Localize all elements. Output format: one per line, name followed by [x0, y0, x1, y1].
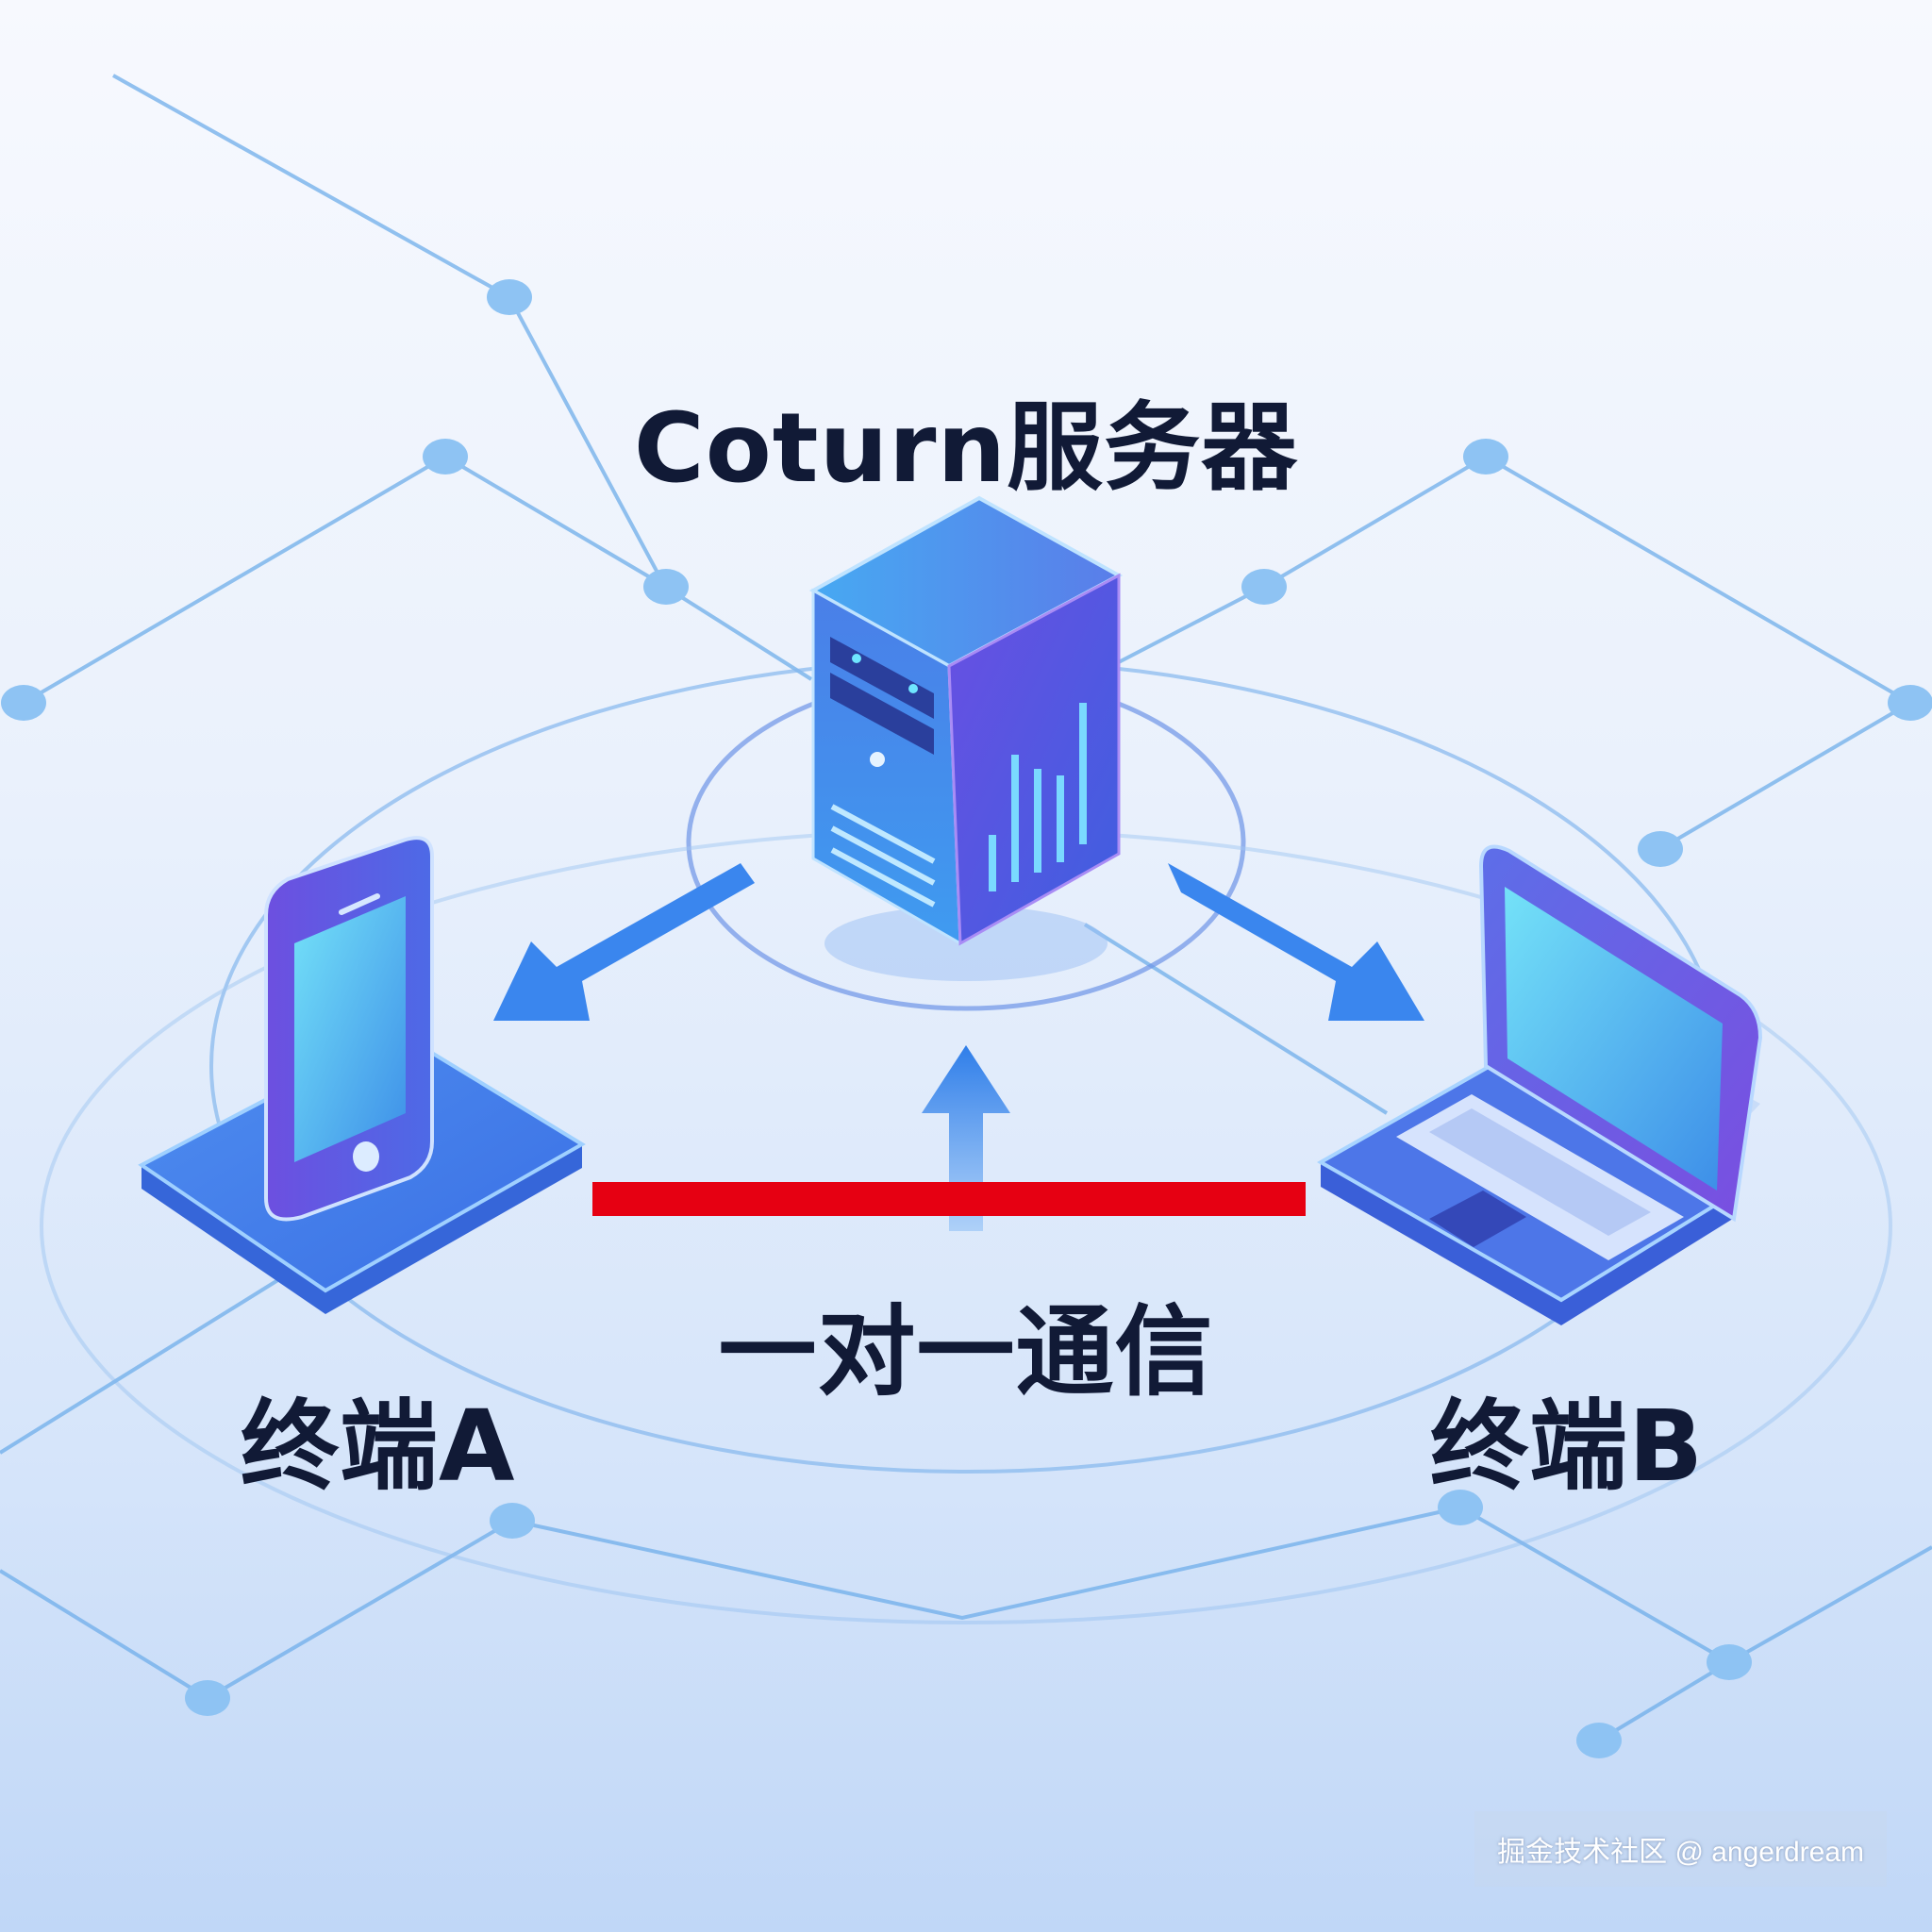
network-nodes: [1, 279, 1932, 1758]
network-line: [0, 1257, 313, 1455]
arrow-to-server: [922, 1045, 1010, 1231]
connection-label: 一对一通信: [718, 1294, 1214, 1409]
network-node: [490, 1503, 535, 1539]
network-line: [1597, 1660, 1731, 1742]
arrow-server-to-b: [1168, 863, 1424, 1021]
direct-link-line: [592, 1182, 1306, 1216]
network-node: [185, 1680, 230, 1716]
laptop-keyboard: [1396, 1094, 1684, 1260]
network-line: [0, 1505, 1932, 1701]
network-node: [1241, 569, 1287, 605]
network-node: [1, 685, 46, 721]
network-node: [487, 279, 532, 315]
server-title: Coturn服务器: [633, 392, 1299, 505]
arrow-icon: [493, 863, 1424, 1231]
terminal-a-label: 终端A: [241, 1389, 516, 1504]
server-icon: [808, 495, 1124, 981]
smartphone-icon: [138, 836, 586, 1314]
network-node: [643, 569, 689, 605]
network-node: [1463, 439, 1508, 475]
network-line: [1658, 701, 1912, 851]
network-node: [1438, 1490, 1483, 1525]
laptop-icon: [1316, 844, 1763, 1325]
network-node: [1576, 1723, 1622, 1758]
server-drive-bays: [830, 637, 936, 908]
server-activity-bars: [989, 703, 1087, 891]
watermark: 掘金技术社区 @ angerdream: [1474, 1811, 1887, 1887]
network-line: [1112, 454, 1912, 705]
network-node: [1888, 685, 1932, 721]
arrow-server-to-a: [493, 863, 755, 1021]
network-line: [1083, 923, 1389, 1115]
network-line: [112, 74, 813, 681]
network-node: [423, 439, 468, 475]
network-node: [1707, 1644, 1752, 1680]
network-node: [1638, 831, 1683, 867]
terminal-b-label: 终端B: [1430, 1389, 1705, 1504]
